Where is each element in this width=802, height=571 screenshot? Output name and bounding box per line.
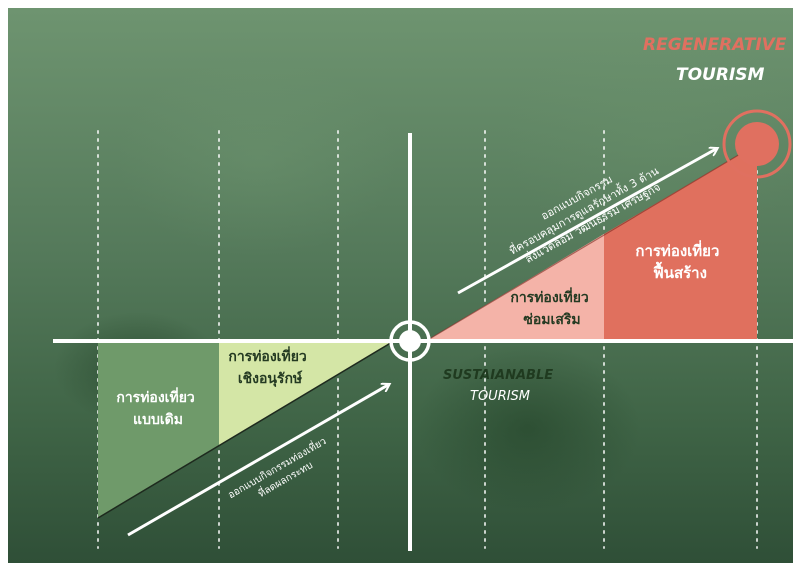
right-diagonal-edge	[425, 143, 758, 342]
tourism-diagram: การท่องเที่ยว แบบเดิม การท่องเที่ยว เชิง…	[53, 35, 793, 551]
stage-conservation-label: การท่องเที่ยว เชิงอนุรักษ์	[228, 346, 311, 387]
stage-restorative-label: การท่องเที่ยว ฟื้นสร้าง	[635, 240, 724, 282]
stage-enhancing-shape	[485, 234, 604, 341]
diagram-stage: การท่องเที่ยว แบบเดิม การท่องเที่ยว เชิง…	[8, 8, 793, 563]
upper-arrow	[457, 149, 716, 295]
stage-conventional-label: การท่องเที่ยว แบบเดิม	[116, 387, 199, 428]
regenerative-title-line2: TOURISM	[676, 65, 765, 85]
regenerative-title-line1: REGENERATIVE	[643, 35, 787, 55]
target-ring-icon	[722, 109, 792, 179]
stage-restorative-shape	[604, 144, 757, 341]
stage-enhancing-label: การท่องเที่ยว ซ่อมเสริม	[510, 287, 593, 328]
stage-conventional-shape	[98, 341, 219, 518]
lower-arrow	[127, 385, 388, 537]
lower-note: ออกแบบกิจกรรมท่องเที่ยว ที่ลดผลกระทบ	[225, 432, 338, 514]
left-diagonal-edge	[97, 340, 395, 519]
sustainable-label-line1: SUSTAIANABLE	[443, 368, 553, 383]
target-ring-icon	[389, 320, 431, 362]
sustainable-label-line2: TOURISM	[470, 389, 530, 404]
